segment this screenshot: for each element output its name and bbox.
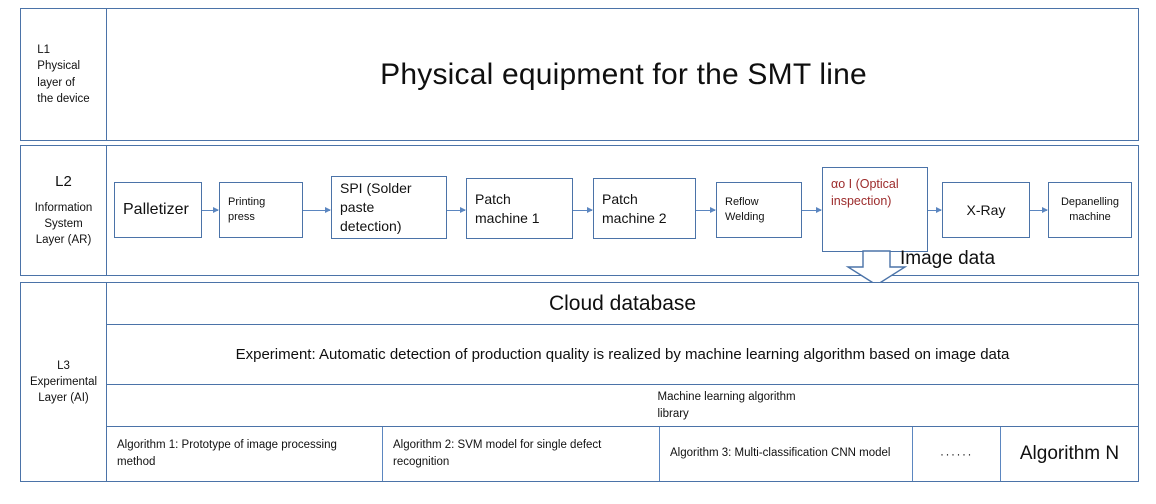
- process-box-spi-label: SPI (Solder paste detection): [340, 180, 412, 234]
- process-box-depanelling-machine-label: Depanelling machine: [1060, 196, 1120, 223]
- algorithm-row: Algorithm 1: Prototype of image processi…: [107, 426, 1138, 481]
- process-box-x-ray[interactable]: X-Ray: [942, 182, 1030, 238]
- flow-arrow-2: [303, 205, 331, 214]
- cloud-database-band: Cloud database: [107, 283, 1138, 324]
- algorithm-cell-1-label: Algorithm 1: Prototype of image processi…: [117, 438, 337, 468]
- flow-arrow-5: [696, 205, 716, 214]
- layer-l2-name-line-3: Layer (AR): [35, 234, 92, 247]
- layer-l3-label-text: L3 Experimental Layer (AI): [24, 358, 103, 407]
- algorithm-cell-2[interactable]: Algorithm 2: SVM model for single defect…: [383, 427, 660, 481]
- algorithm-cell-1[interactable]: Algorithm 1: Prototype of image processi…: [107, 427, 383, 481]
- algorithm-cell-2-label: Algorithm 2: SVM model for single defect…: [393, 438, 602, 468]
- process-box-patch-machine-1[interactable]: Patch machine 1: [466, 178, 573, 239]
- experiment-band: Experiment: Automatic detection of produ…: [107, 324, 1138, 384]
- process-box-spi[interactable]: SPI (Solder paste detection): [331, 176, 447, 239]
- process-box-reflow-welding-label: Reflow Welding: [725, 196, 765, 223]
- algorithm-cell-3[interactable]: Algorithm 3: Multi-classification CNN mo…: [660, 427, 913, 481]
- algorithm-cell-ellipsis: ······: [913, 427, 1001, 481]
- process-box-depanelling-machine[interactable]: Depanelling machine: [1048, 182, 1132, 238]
- process-box-printing-press[interactable]: Printing press: [219, 182, 303, 238]
- process-box-patch-machine-2[interactable]: Patch machine 2: [593, 178, 696, 239]
- image-data-label: Image data: [900, 248, 996, 269]
- flow-arrow-3: [447, 205, 466, 214]
- algorithm-cell-ellipsis-label: ······: [940, 447, 973, 461]
- layer-l3-name-line-2: Layer (AI): [38, 392, 89, 405]
- layer-l3-label-cell: L3 Experimental Layer (AI): [21, 283, 107, 481]
- layer-l1-label-cell: L1 Physical layer of the device: [21, 9, 107, 140]
- l1-banner-title: Physical equipment for the SMT line: [380, 57, 867, 91]
- process-box-patch-machine-1-label: Patch machine 1: [475, 190, 540, 226]
- layer-l1-name-line-2: layer of: [37, 76, 75, 89]
- layer-l2-label-cell: L2 Information System Layer (AR): [21, 146, 107, 275]
- flow-arrow-7: [928, 205, 942, 214]
- layer-l2-name-line-1: Information: [34, 201, 93, 214]
- layer-l2-code: L2: [55, 173, 72, 191]
- process-box-aoi-optical-inspection[interactable]: αo I (Optical inspection): [822, 167, 928, 252]
- process-box-printing-press-label: Printing press: [228, 196, 266, 223]
- experiment-label: Experiment: Automatic detection of produ…: [235, 346, 1010, 363]
- flow-arrow-8: [1030, 205, 1048, 214]
- layer-l1-name-line-3: the device: [37, 92, 90, 105]
- ml-library-label: Machine learning algorithm library: [657, 390, 796, 420]
- flow-arrow-6: [802, 205, 822, 214]
- layer-l1-name-line-1: Physical: [37, 60, 81, 73]
- layer-l1: L1 Physical layer of the device Physical…: [20, 8, 1139, 141]
- cloud-database-label: Cloud database: [548, 291, 697, 315]
- process-box-x-ray-label: X-Ray: [966, 201, 1006, 218]
- layer-l2-name-line-2: System: [44, 217, 83, 230]
- process-box-palletizer-label: Palletizer: [123, 201, 189, 219]
- layer-l2-label-text: L2 Information System Layer (AR): [29, 172, 99, 248]
- flow-arrow-1: [202, 205, 219, 214]
- algorithm-cell-3-label: Algorithm 3: Multi-classification CNN mo…: [670, 447, 891, 460]
- process-box-palletizer[interactable]: Palletizer: [114, 182, 202, 238]
- algorithm-cell-n-label: Algorithm N: [1019, 442, 1120, 464]
- process-box-reflow-welding[interactable]: Reflow Welding: [716, 182, 802, 238]
- ml-library-band: Machine learning algorithm library: [107, 384, 1138, 426]
- layer-l1-code: L1: [37, 43, 51, 56]
- layer-l3: L3 Experimental Layer (AI) Cloud databas…: [20, 282, 1139, 482]
- image-data-block-arrow: [845, 250, 908, 286]
- algorithm-cell-n[interactable]: Algorithm N: [1001, 427, 1138, 481]
- process-box-aoi-label: αo I (Optical inspection): [831, 177, 899, 208]
- layer-l3-name-line-1: Experimental: [29, 375, 98, 388]
- flow-arrow-4: [573, 205, 593, 214]
- layer-l1-label-text: L1 Physical layer of the device: [31, 42, 95, 107]
- process-box-patch-machine-2-label: Patch machine 2: [602, 190, 667, 226]
- layer-l3-code: L3: [57, 359, 70, 372]
